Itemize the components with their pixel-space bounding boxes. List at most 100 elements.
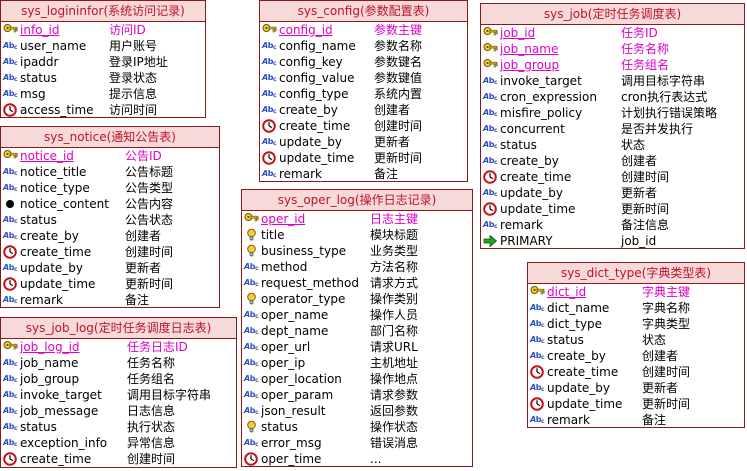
column-comment: 任务ID xyxy=(621,26,658,40)
column-row[interactable]: oper_time... xyxy=(242,451,472,467)
table-title: sys_dict_type(字典类型表) xyxy=(528,263,744,284)
abc-icon: Abc xyxy=(530,319,545,329)
column-name: dept_name xyxy=(261,324,329,338)
abc-icon: Abc xyxy=(3,89,18,99)
abc-icon: Abc xyxy=(3,438,18,448)
clock-icon xyxy=(483,202,497,216)
column-comment: 公告状态 xyxy=(125,213,174,227)
column-name: dict_name xyxy=(547,301,610,315)
column-name: update_time xyxy=(20,277,96,291)
column-comment: 操作地点 xyxy=(370,372,419,386)
clock-icon xyxy=(262,151,276,165)
column-comment: 备注 xyxy=(125,293,150,307)
column-comment: 日志信息 xyxy=(127,404,176,418)
column-comment: 返回参数 xyxy=(370,404,419,418)
clock-icon xyxy=(3,452,17,466)
column-comment: 创建者 xyxy=(642,349,679,363)
column-name: json_result xyxy=(261,404,326,418)
clock-icon xyxy=(244,452,258,466)
column-name: msg xyxy=(20,87,46,101)
